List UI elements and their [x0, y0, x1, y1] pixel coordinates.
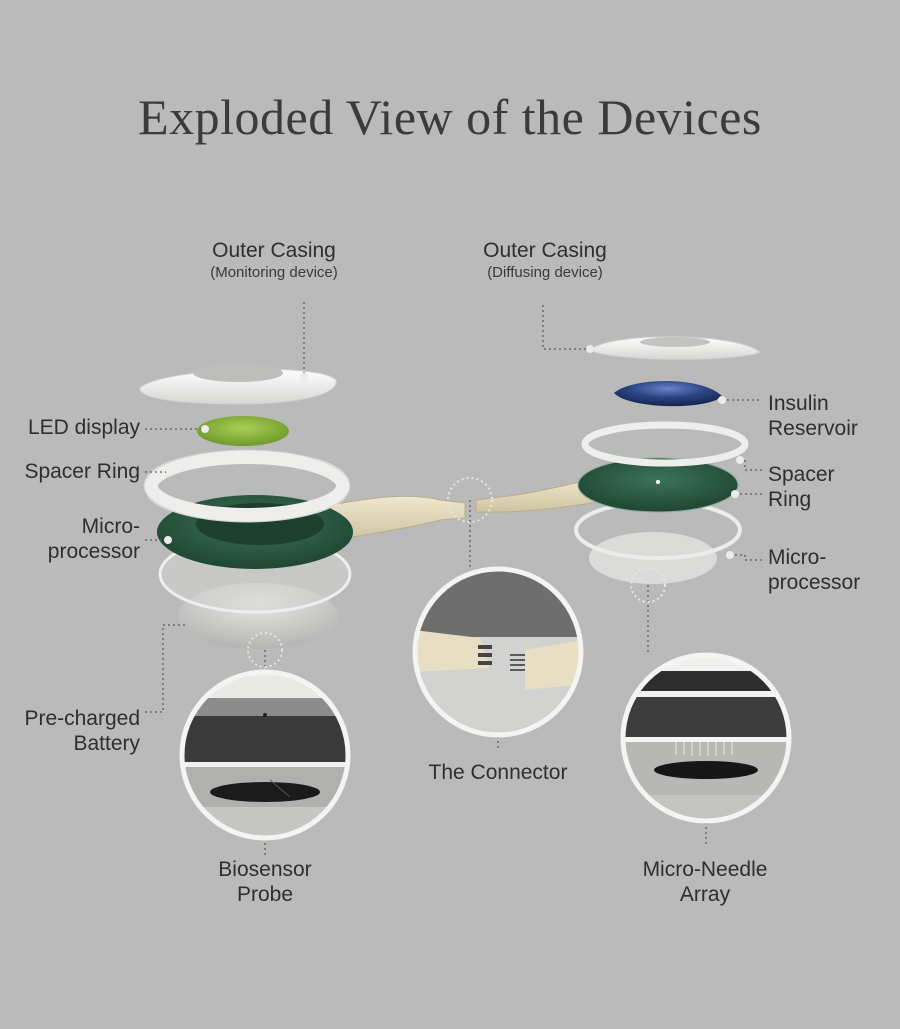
microprocessor-left-line2: processor [47, 540, 140, 563]
battery-line1: Pre-charged [24, 707, 140, 730]
left-spacer-ring [144, 450, 350, 522]
microprocessor-right-label: Micro- processor [768, 545, 898, 595]
right-pcb [577, 457, 739, 513]
led-disc [197, 416, 289, 446]
focus-circles [247, 477, 666, 668]
biosensor-detail [179, 669, 351, 841]
micro-needle-line1: Micro-Needle [642, 858, 768, 881]
insulin-reservoir-line2: Reservoir [768, 417, 858, 440]
micro-needle-label: Micro-Needle Array [620, 857, 790, 907]
page-title: Exploded View of the Devices [138, 89, 762, 145]
biosensor-line1: Biosensor [218, 858, 312, 881]
outer-casing-diffusing-label: Outer Casing (Diffusing device) [465, 238, 625, 283]
microprocessor-left-label: Micro- processor [0, 514, 140, 564]
outer-casing-diffusing-title: Outer Casing [483, 239, 607, 262]
leader-lines [145, 302, 762, 855]
right-spacer-ring [581, 421, 749, 467]
left-spacer-ring-edge [143, 449, 351, 523]
battery-line2: Battery [73, 732, 140, 755]
outer-casing-monitoring-label: Outer Casing (Monitoring device) [194, 238, 354, 283]
microprocessor-right-line2: processor [768, 571, 861, 594]
spacer-ring-right-line1: Spacer [768, 463, 835, 486]
outer-casing-monitoring-sub: (Monitoring device) [210, 264, 338, 281]
insulin-reservoir-lens [614, 381, 722, 407]
connector-label: The Connector [428, 761, 568, 784]
spacer-ring-right-line2: Ring [768, 488, 812, 511]
biosensor-line2: Probe [236, 883, 294, 906]
spacer-ring-left-label: Spacer Ring [24, 460, 140, 483]
outer-casing-diffusing-sub: (Diffusing device) [487, 264, 603, 281]
microprocessor-right-line1: Micro- [768, 546, 827, 569]
right-casing-window [640, 337, 710, 347]
leader-dots [164, 345, 744, 559]
led-display-label: LED display [27, 416, 140, 439]
biosensor-label: Biosensor Probe [185, 857, 345, 907]
battery-label: Pre-charged Battery [0, 706, 140, 756]
outer-casing-monitoring-title: Outer Casing [212, 239, 336, 262]
microprocessor-left-line1: Micro- [81, 515, 140, 538]
micro-needle-line2: Array [679, 883, 731, 906]
insulin-reservoir-line1: Insulin [768, 392, 829, 415]
micro-needle-detail [620, 652, 792, 824]
insulin-reservoir-label: Insulin Reservoir [768, 391, 898, 441]
right-pcb-hole [656, 480, 660, 484]
spacer-ring-right-label: Spacer Ring [768, 462, 898, 512]
connector-detail [412, 566, 584, 738]
left-casing-window [193, 364, 283, 382]
left-connector-arm [329, 495, 466, 541]
right-outer-casing [589, 336, 761, 360]
